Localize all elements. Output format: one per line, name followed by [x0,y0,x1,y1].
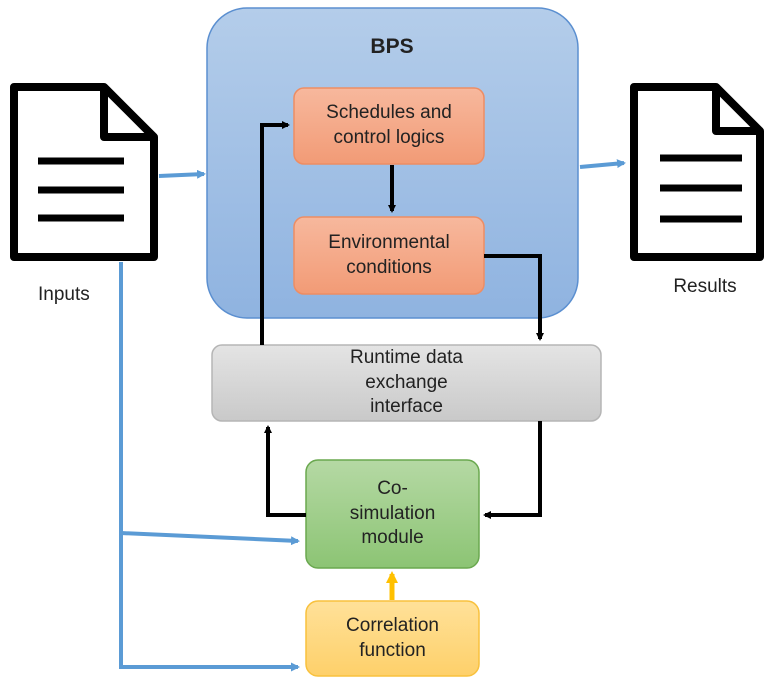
arrow-bps-to-results [579,159,626,169]
results-document-icon [630,83,764,261]
arrow-interface-to-cosim [483,421,542,519]
arrow-cosim-to-interface [264,425,306,517]
environmental-label: Environmental conditions [328,231,450,278]
arrow-interface-to-schedules [260,121,290,345]
arrow-inputs-to-cosim [120,531,300,546]
arrow-inputs-to-bps [158,169,206,179]
cosim-label: Co-simulation module [349,477,436,549]
inputs-label: Inputs [38,284,90,305]
inputs-document-icon [10,83,158,261]
arrow-inputs-to-correlation [119,262,300,672]
runtime-interface-node [211,344,602,422]
correlation-node [305,600,480,677]
results-label: Results [673,276,737,297]
bps-title: BPS [370,35,414,58]
schedules-label: Schedules and control logics [326,102,452,148]
correlation-label: Correlation function [346,614,439,661]
runtime-interface-label: Runtime data exchange interface [349,346,463,418]
arrow-environmental-to-interface [484,254,544,341]
schedules-node [293,87,485,165]
